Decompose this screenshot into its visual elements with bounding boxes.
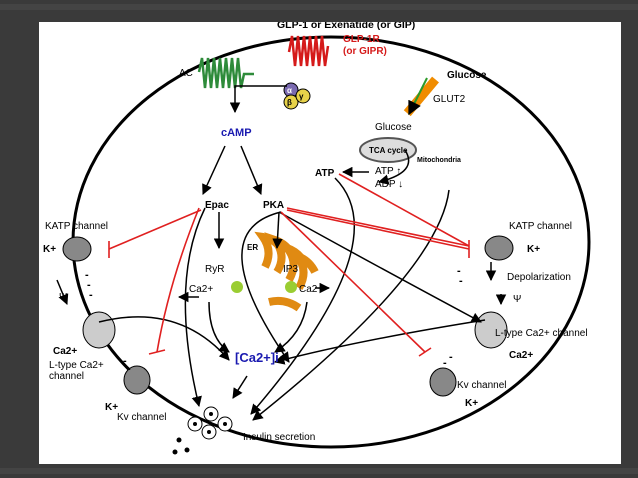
svg-text:-: -: [127, 363, 131, 375]
psi-left-label: Ψ: [59, 292, 67, 303]
k-out-right-label: K+: [465, 398, 478, 409]
kv-channel-left: [123, 365, 151, 395]
g-beta-label: β: [287, 98, 292, 107]
ltype-left-line2: channel: [49, 371, 84, 382]
epac-label: Epac: [205, 200, 229, 211]
pka-label: PKA: [263, 200, 284, 211]
er-label: ER: [247, 243, 258, 252]
glucose-out-label: Glucose: [447, 70, 487, 81]
svg-text:-: -: [457, 265, 461, 277]
kv-left-label: Kv channel: [117, 412, 166, 423]
svg-text:-: -: [459, 275, 463, 287]
adp-down-label: ADP ↓: [375, 179, 403, 190]
adenylyl-cyclase: [197, 57, 254, 89]
kv-channel-right: [429, 367, 457, 397]
ac-label: AC: [179, 68, 193, 79]
ca-left-label: Ca2+: [189, 284, 213, 295]
g-gamma-subunit: [295, 88, 311, 104]
kv-right-label: Kv channel: [457, 380, 506, 391]
glucose-in-label: Glucose: [375, 122, 412, 133]
k-out-left-label: K+: [105, 402, 118, 413]
ca-right-label: Ca2+: [299, 284, 323, 295]
tca-label: TCA cycle: [369, 146, 408, 155]
receptor-label-2: (or GIPR): [343, 46, 387, 57]
atp-up-label: ATP ↑: [375, 166, 401, 177]
svg-text:-: -: [87, 279, 91, 291]
svg-text:-: -: [85, 269, 89, 281]
insulin-secretion-label: Insulin secretion: [243, 432, 315, 443]
svg-text:-: -: [123, 355, 127, 367]
katp-left-label: KATP channel: [45, 221, 108, 232]
mitochondria: [359, 137, 417, 163]
katp-channel-left: [62, 236, 92, 262]
mitochondria-label: Mitochondria: [417, 157, 461, 164]
ryr-label: RyR: [205, 264, 224, 275]
svg-text:-: -: [443, 357, 447, 369]
g-gamma-label: γ: [299, 92, 304, 101]
receptor-label-1: GLP-1R: [343, 34, 380, 45]
ip3-label: IP3: [283, 264, 298, 275]
ca-in-left-label: Ca2+: [53, 346, 77, 357]
signaling-diagram: --- -- -- -- GLP-1 or Exenatide (or GIP)…: [43, 19, 591, 455]
ligand-label: GLP-1 or Exenatide (or GIP): [277, 22, 415, 31]
figure-canvas: --- -- -- -- GLP-1 or Exenatide (or GIP)…: [39, 19, 621, 464]
svg-text:-: -: [89, 289, 93, 301]
ca-in-right-label: Ca2+: [509, 350, 533, 361]
ltype-channel-left: [82, 311, 116, 349]
ca-center-label: [Ca2+]i: [235, 350, 279, 365]
glut2-label: GLUT2: [433, 94, 466, 105]
psi-right-label: Ψ: [513, 294, 521, 305]
depolarization-label: Depolarization: [507, 272, 571, 283]
svg-text:-: -: [449, 351, 453, 363]
atp-label: ATP: [315, 168, 335, 179]
ltype-left-line1: L-type Ca2+: [49, 360, 104, 371]
g-alpha-label: α: [287, 86, 292, 95]
camp-label: cAMP: [221, 127, 252, 139]
katp-right-label: KATP channel: [509, 221, 572, 232]
k-right-label: K+: [527, 244, 540, 255]
ltype-right-label: L-type Ca2+ channel: [495, 328, 588, 339]
k-left-label: K+: [43, 244, 56, 255]
ryr-channel: [231, 281, 243, 293]
g-beta-subunit: [283, 94, 299, 110]
katp-channel-right: [484, 235, 514, 261]
ip3-receptor: [285, 281, 297, 293]
glp1-receptor: [287, 35, 330, 67]
insulin-granules: [172, 406, 233, 455]
